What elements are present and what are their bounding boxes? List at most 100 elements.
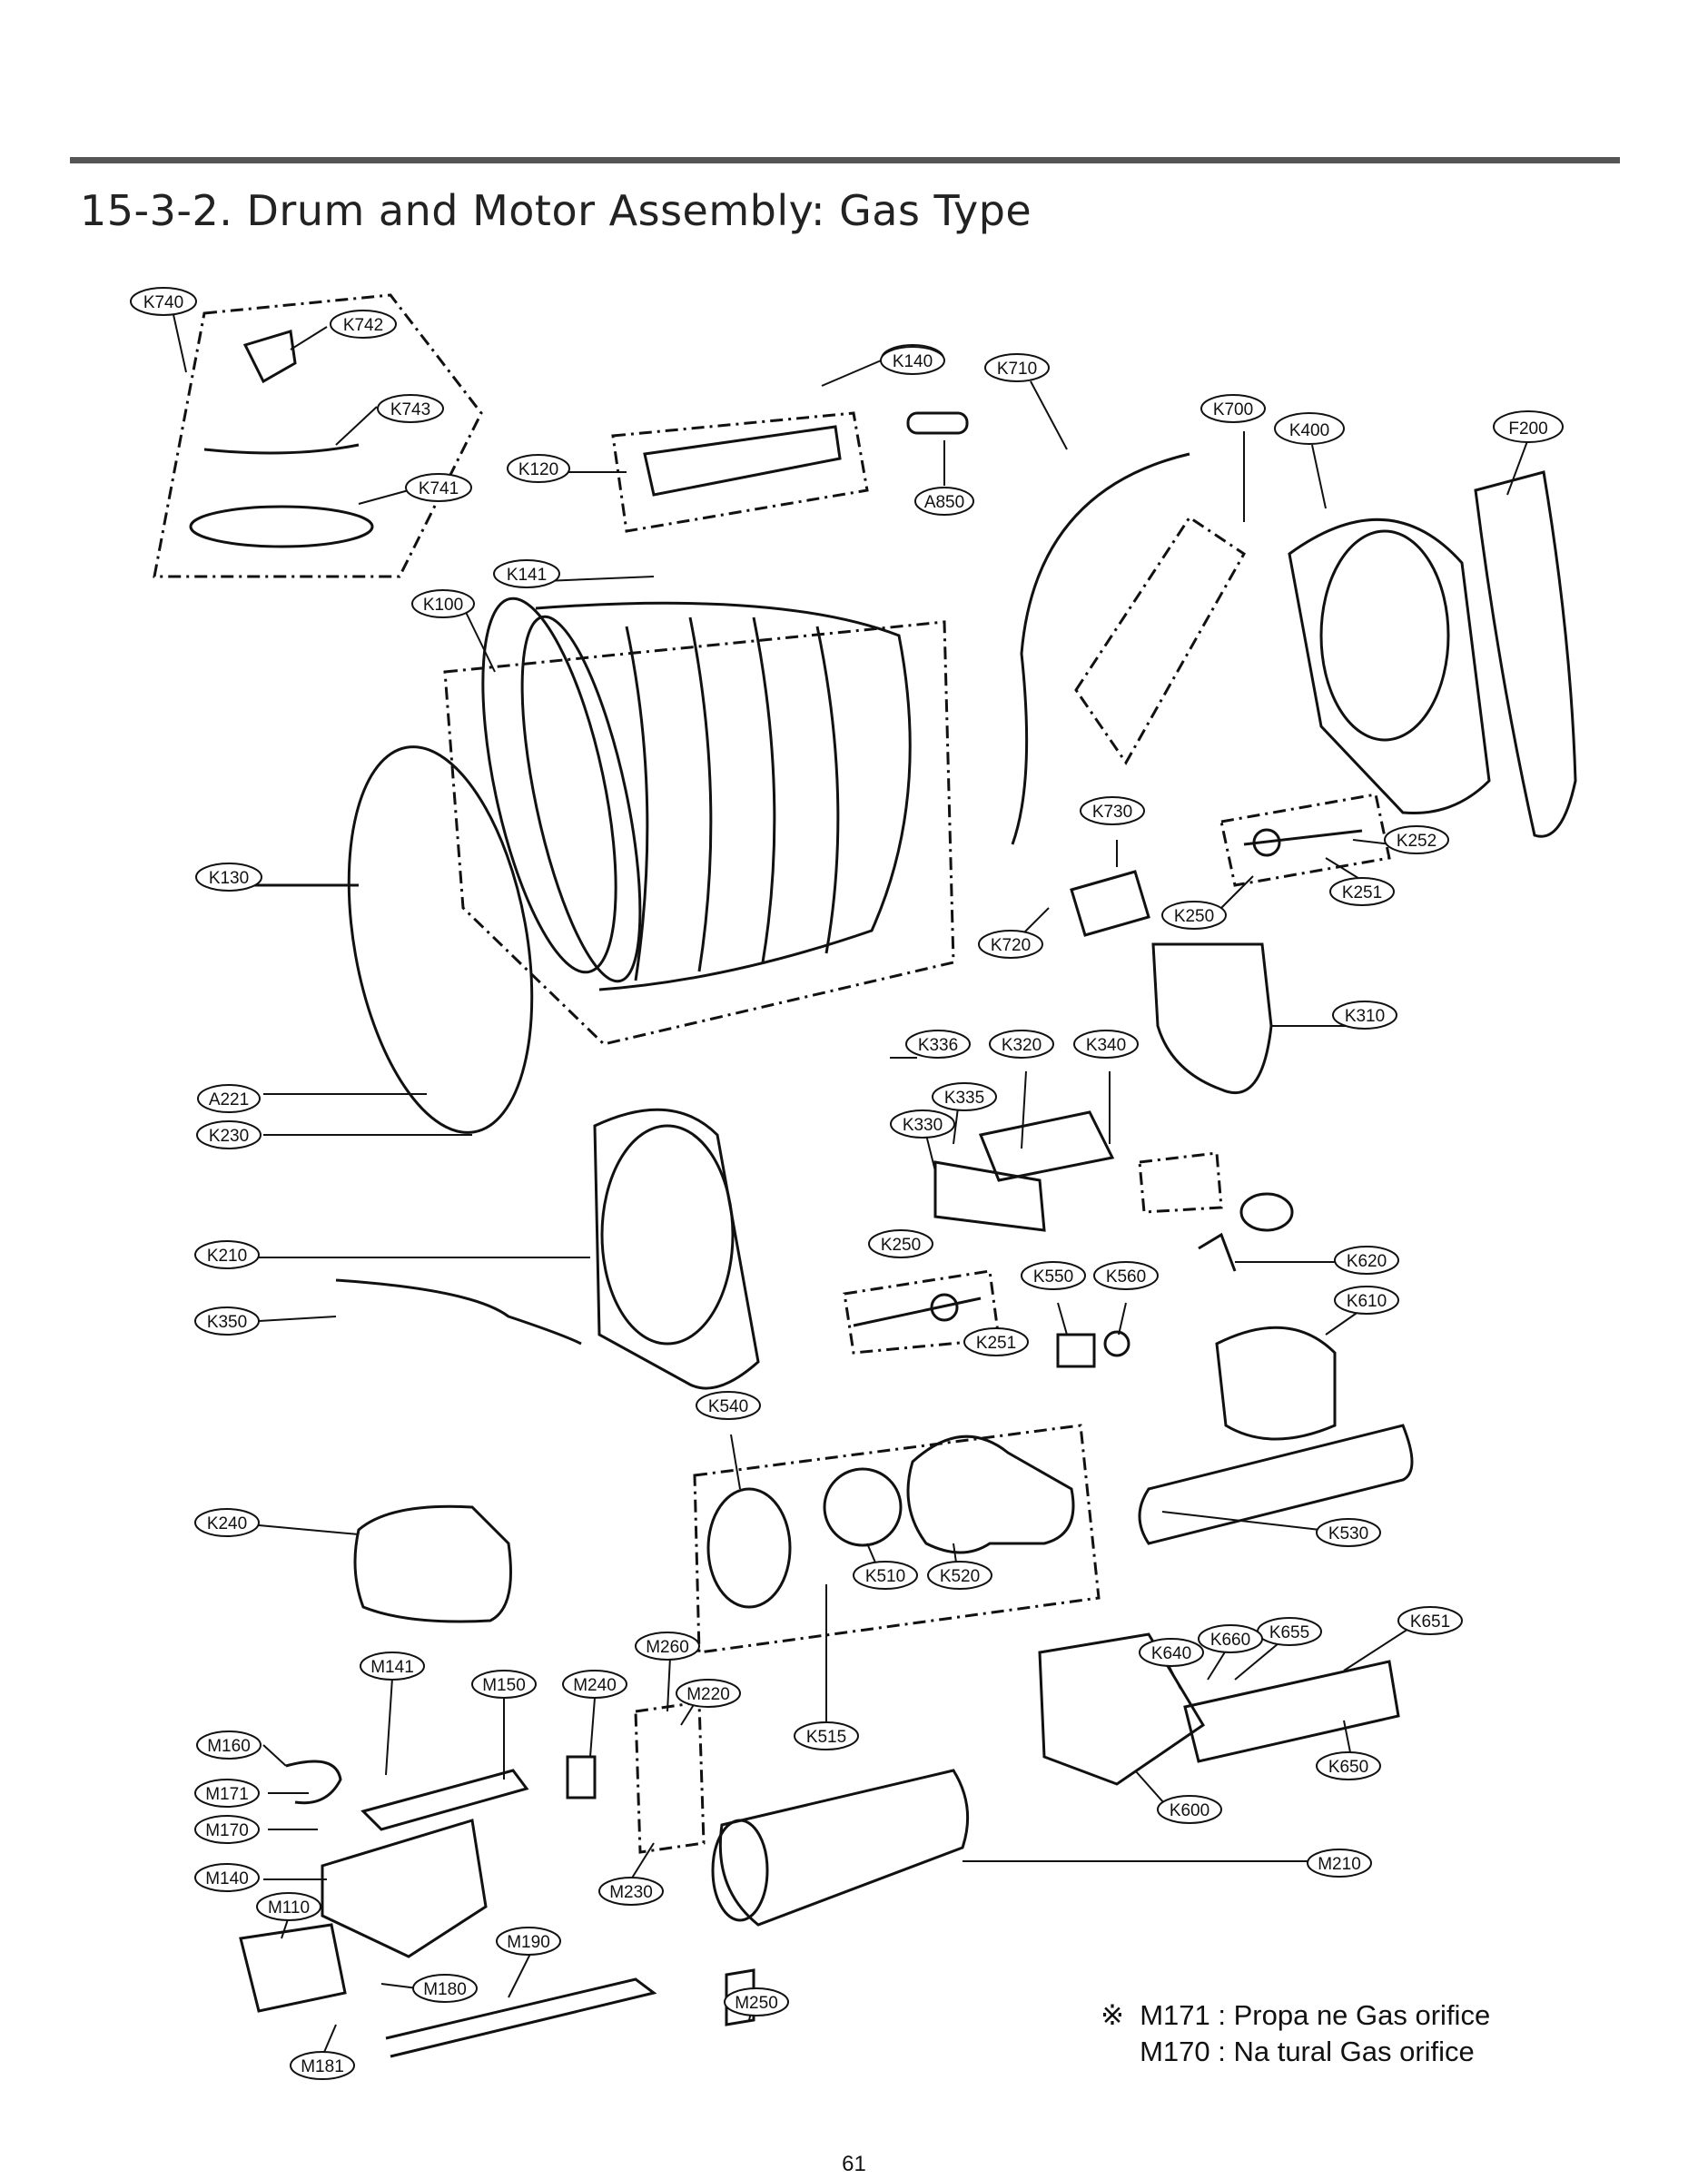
- label-K740: K740: [143, 293, 183, 312]
- callout-F200: F200: [1493, 410, 1564, 443]
- callout-M160: M160: [196, 1730, 262, 1760]
- label-F200: F200: [1508, 419, 1547, 439]
- label-K600: K600: [1170, 1801, 1209, 1820]
- label-K515: K515: [806, 1728, 846, 1747]
- page-number: 61: [842, 2152, 866, 2176]
- label-K140: K140: [893, 352, 933, 371]
- callout-K400: K400: [1274, 412, 1345, 445]
- label-M210: M210: [1318, 1855, 1361, 1874]
- callout-K650: K650: [1316, 1751, 1381, 1780]
- note-mark: ※: [1101, 1999, 1124, 2031]
- callout-K655: K655: [1257, 1617, 1322, 1646]
- callout-M110: M110: [256, 1892, 321, 1921]
- k740-kit-outline: [153, 293, 483, 578]
- label-M260: M260: [646, 1638, 689, 1657]
- label-M250: M250: [735, 1994, 778, 2013]
- k743-hose: [203, 443, 360, 455]
- callout-K130: K130: [195, 863, 262, 892]
- label-K350: K350: [207, 1313, 247, 1332]
- callout-K350: K350: [194, 1306, 260, 1336]
- label-M170: M170: [205, 1821, 249, 1840]
- m140-bracket: [321, 1819, 488, 1958]
- f200-panel: [1474, 470, 1577, 838]
- label-M180: M180: [423, 1980, 467, 1999]
- m210-burner-tube: [718, 1769, 970, 1927]
- callout-K660: K660: [1198, 1624, 1263, 1653]
- callout-K520: K520: [927, 1561, 992, 1590]
- label-K651: K651: [1410, 1612, 1450, 1632]
- k210-rear-bulkhead: [593, 1108, 760, 1390]
- callout-K640: K640: [1139, 1638, 1204, 1667]
- label-M190: M190: [507, 1933, 550, 1952]
- k400-opening: [1319, 529, 1450, 742]
- label-K251: K251: [1342, 883, 1382, 902]
- label-M181: M181: [301, 2057, 344, 2076]
- label-K730: K730: [1092, 803, 1132, 822]
- label-K700: K700: [1213, 400, 1253, 419]
- label-K320: K320: [1002, 1036, 1042, 1055]
- callout-M220: M220: [676, 1679, 741, 1708]
- k510-impeller: [823, 1467, 903, 1547]
- callout-M181: M181: [290, 2051, 355, 2080]
- label-K530: K530: [1328, 1524, 1368, 1543]
- callout-K515: K515: [794, 1721, 859, 1750]
- callout-M250: M250: [724, 1987, 789, 2016]
- label-M150: M150: [482, 1676, 526, 1695]
- callout-K310: K310: [1332, 1001, 1397, 1030]
- callout-leaders: [172, 310, 1531, 2057]
- part-callouts: K740 K742 K743 K741 K120 K141 K100: [130, 287, 944, 618]
- callout-K252: K252: [1384, 825, 1449, 854]
- label-M220: M220: [686, 1685, 730, 1704]
- callout-K320: K320: [989, 1030, 1054, 1059]
- label-M110: M110: [268, 1898, 310, 1918]
- label-A850: A850: [924, 493, 964, 512]
- k120-group: [611, 411, 869, 533]
- m240-sensor: [566, 1755, 597, 1799]
- label-K710: K710: [997, 360, 1037, 379]
- label-M240: M240: [573, 1676, 617, 1695]
- k140-drum-front: [481, 597, 617, 974]
- label-K250-lower: K250: [881, 1236, 921, 1255]
- callout-M150: M150: [471, 1670, 537, 1699]
- label-K335: K335: [944, 1089, 984, 1108]
- callout-A221: A221: [197, 1084, 261, 1113]
- k340-guide-group: [1138, 1151, 1223, 1214]
- callout-M190: M190: [496, 1927, 561, 1956]
- callout-K743: K743: [377, 394, 444, 423]
- blower-group: [693, 1424, 1101, 1654]
- label-K230: K230: [209, 1127, 249, 1146]
- m150-valve-body: [360, 1769, 529, 1831]
- k320-filter: [978, 1110, 1115, 1182]
- note-line-1: M171 : Propa ne Gas orifice: [1140, 1999, 1491, 2031]
- k610-motor: [1215, 1326, 1337, 1441]
- m210-tube-end: [711, 1819, 769, 1922]
- label-K251-lower: K251: [976, 1334, 1016, 1353]
- label-M141: M141: [370, 1658, 414, 1677]
- label-K130: K130: [209, 869, 249, 888]
- callout-K240: K240: [194, 1508, 260, 1537]
- callout-M170: M170: [194, 1815, 260, 1844]
- callout-K330: K330: [890, 1109, 955, 1139]
- label-K610: K610: [1347, 1292, 1387, 1311]
- callout-M260: M260: [635, 1632, 700, 1661]
- label-M171: M171: [205, 1785, 249, 1804]
- k340-gasket: [1239, 1192, 1294, 1232]
- k520-blower-housing: [906, 1435, 1075, 1554]
- k530-exhaust-duct: [1138, 1424, 1414, 1545]
- callout-M240: M240: [562, 1670, 627, 1699]
- callout-K550: K550: [1021, 1261, 1086, 1290]
- k550-switch: [1056, 1333, 1096, 1368]
- callout-K250-upper: K250: [1161, 901, 1227, 930]
- label-K141: K141: [507, 566, 547, 585]
- callout-K651: K651: [1397, 1606, 1463, 1635]
- k700-group: [1074, 515, 1246, 765]
- callout-K720: K720: [978, 930, 1043, 959]
- k742-y-fitting: [242, 330, 297, 384]
- k251-upper-wheel: [1252, 828, 1281, 857]
- callout-M180: M180: [412, 1974, 478, 2003]
- m110-gas-valve: [239, 1923, 347, 2013]
- label-A221: A221: [209, 1090, 249, 1109]
- callout-K251-upper: K251: [1329, 877, 1395, 906]
- callout-K120: K120: [507, 454, 570, 483]
